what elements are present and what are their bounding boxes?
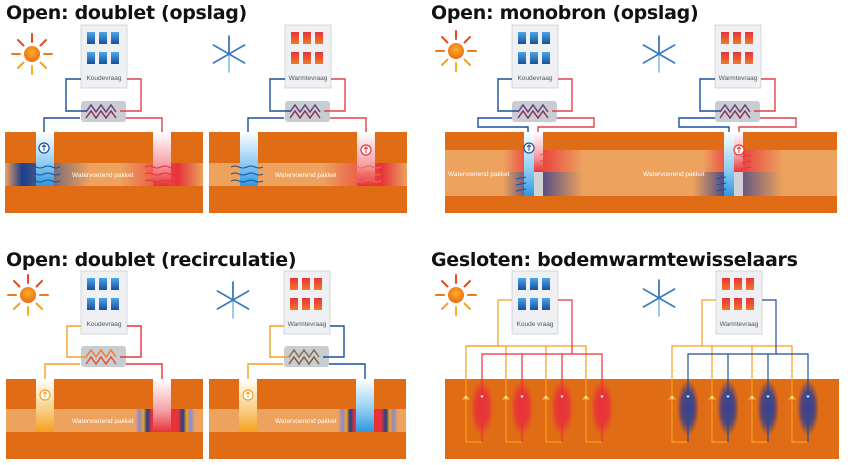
- aquifer-label: Watervoerend pakket: [275, 418, 337, 425]
- cold-well: [524, 132, 534, 196]
- snowflake-icon: [642, 279, 676, 317]
- building-label: Koude vraag: [517, 321, 554, 328]
- panel-doublet-recirculatie-winter: Warmtevraag Watervoerend pakket: [209, 270, 406, 459]
- sun-icon: [435, 30, 477, 72]
- building-label: Warmtevraag: [719, 75, 758, 82]
- panel-monobron-opslag-winter: Warmtevraag Watervoerend pakket: [640, 24, 837, 213]
- snowflake-icon: [642, 35, 676, 73]
- section-title-monobron-opslag: Open: monobron (opslag): [431, 2, 699, 24]
- panel-doublet-opslag-winter: Warmtevraag Watervoerend pakket: [209, 24, 407, 213]
- sun-icon: [11, 33, 53, 75]
- cold-well: [356, 379, 374, 432]
- building: Warmtevraag: [714, 24, 762, 89]
- aquifer-label: Watervoerend pakket: [72, 172, 134, 179]
- cold-well: [240, 132, 258, 186]
- section-title-doublet-opslag: Open: doublet (opslag): [6, 2, 247, 24]
- building: Warmtevraag: [284, 24, 332, 89]
- cold-well: [724, 132, 734, 196]
- panel-monobron-opslag-summer: Koudevraag Watervoerend pakket: [435, 24, 642, 213]
- snowflake-icon: [212, 35, 246, 73]
- sun-icon: [7, 274, 49, 316]
- recirculation-well: [239, 379, 257, 432]
- aquifer-label: Watervoerend pakket: [448, 171, 510, 178]
- panel-doublet-opslag-summer: Koudevraag Watervoerend pakket: [5, 24, 203, 213]
- aquifer-label: Watervoerend pakket: [643, 171, 705, 178]
- warm-well: [153, 379, 171, 432]
- flow-arrows: [667, 394, 813, 400]
- building: Warmtevraag: [715, 270, 763, 335]
- heat-exchanger: [715, 101, 760, 122]
- building-label: Warmtevraag: [288, 321, 327, 328]
- heat-exchanger: [285, 101, 330, 122]
- cold-well: [36, 132, 54, 186]
- section-title-gesloten: Gesloten: bodemwarmtewisselaars: [431, 249, 798, 271]
- recirculation-well: [36, 379, 54, 432]
- aquifer-label: Watervoerend pakket: [275, 172, 337, 179]
- building: Koudevraag: [511, 24, 559, 89]
- panel-doublet-recirculatie-summer: Koudevraag Watervoerend pakket: [6, 270, 203, 459]
- building-label: Warmtevraag: [720, 321, 759, 328]
- building: Koudevraag: [80, 24, 128, 89]
- aquifer-label: Watervoerend pakket: [72, 418, 134, 425]
- building-label: Warmtevraag: [289, 75, 328, 82]
- warm-well: [153, 132, 171, 186]
- heat-exchanger: [284, 346, 329, 367]
- building-label: Koudevraag: [86, 321, 121, 328]
- building: Koude vraag: [511, 270, 559, 335]
- building: Warmtevraag: [283, 270, 331, 335]
- sun-icon: [435, 274, 477, 316]
- building-label: Koudevraag: [86, 75, 121, 82]
- warm-well: [357, 132, 375, 186]
- warm-well: [534, 132, 543, 172]
- section-title-doublet-recirculatie: Open: doublet (recirculatie): [6, 249, 297, 271]
- heat-exchanger: [81, 346, 126, 367]
- heat-exchanger: [81, 101, 126, 122]
- building: Koudevraag: [80, 270, 128, 335]
- building-label: Koudevraag: [517, 75, 552, 82]
- flow-arrows: [461, 394, 607, 400]
- panel-gesloten-summer: Koude vraag: [435, 270, 642, 459]
- panel-gesloten-winter: Warmtevraag: [642, 270, 839, 459]
- snowflake-icon: [216, 281, 250, 319]
